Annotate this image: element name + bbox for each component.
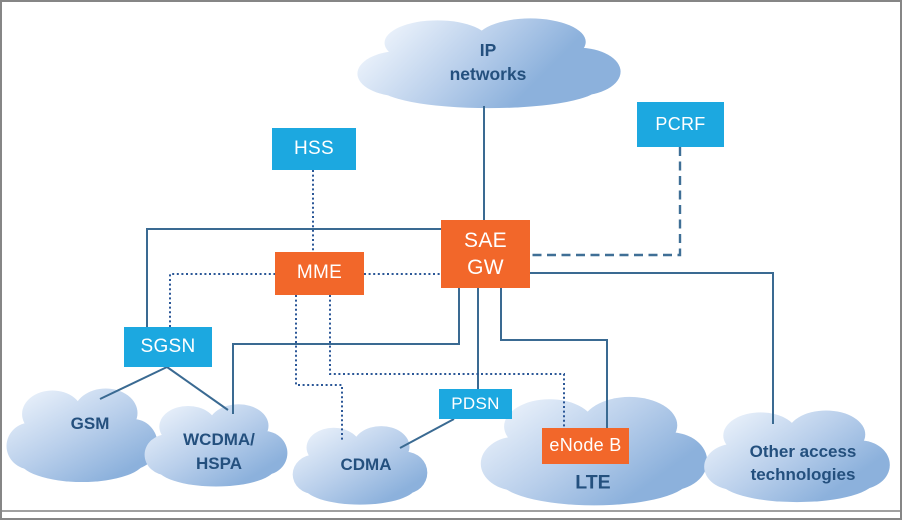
- wcdma-hspa-cloud: [144, 404, 288, 487]
- hss-label: HSS: [294, 137, 334, 159]
- hss-node: HSS: [272, 128, 356, 170]
- edge-pcrf-saegw: [530, 147, 682, 257]
- other-access-cloud-label: Other access technologies: [749, 442, 857, 484]
- enode-b-label: eNode B: [549, 435, 622, 456]
- edge-saegw-other: [530, 272, 774, 424]
- sae-gw-label-line1: SAE: [464, 228, 507, 252]
- ip-networks-cloud-label: IP networks: [449, 40, 527, 84]
- edge-saegw-wcdma: [232, 288, 460, 414]
- wcdma-hspa-cloud-label: WCDMA/ HSPA: [183, 430, 255, 473]
- sae-gw-label-line2: GW: [467, 256, 504, 279]
- pcrf-label: PCRF: [655, 113, 706, 134]
- gsm-cloud-label: GSM: [70, 414, 110, 433]
- slide-bottom-rule: [2, 510, 900, 512]
- pdsn-label: PDSN: [451, 393, 500, 413]
- edge-mme-cdma: [295, 295, 343, 442]
- edge-sgsn-saegw: [146, 228, 441, 327]
- lte-cloud-label: LTE: [575, 471, 611, 494]
- enode-b-node: eNode B: [542, 428, 629, 464]
- edge-sgsn-wcdma: [166, 366, 229, 411]
- sgsn-label: SGSN: [140, 335, 196, 357]
- sae-gw-node: SAE GW: [441, 220, 530, 288]
- edge-saegw-enodeb: [500, 288, 608, 428]
- cdma-cloud-label: CDMA: [340, 455, 392, 474]
- cdma-cloud: [292, 426, 428, 505]
- other-access-cloud: [704, 410, 890, 503]
- edge-sgsn-gsm: [99, 366, 168, 400]
- pcrf-node: PCRF: [637, 102, 724, 147]
- edge-pdsn-cdma: [399, 418, 455, 449]
- pdsn-node: PDSN: [439, 389, 512, 419]
- sgsn-node: SGSN: [124, 327, 212, 367]
- edge-sgsn-mme: [169, 273, 275, 327]
- gsm-cloud: [6, 388, 158, 482]
- ip-networks-cloud: [357, 18, 621, 109]
- mme-label: MME: [296, 262, 343, 284]
- mme-node: MME: [275, 252, 364, 295]
